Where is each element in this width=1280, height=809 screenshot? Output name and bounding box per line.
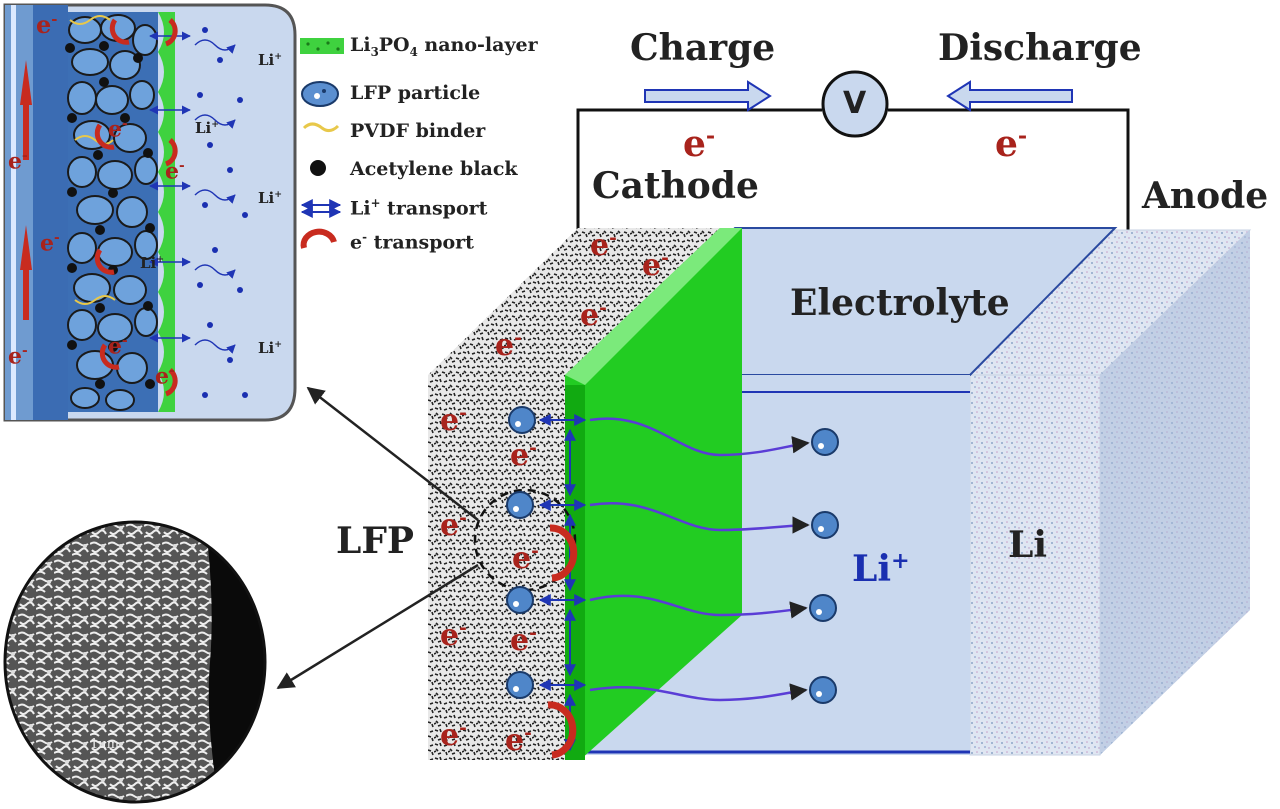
cathode-electron: e- bbox=[440, 510, 467, 541]
li-ion-label: Li+ bbox=[852, 550, 910, 587]
inset-li-ion: Li+ bbox=[258, 340, 282, 356]
lfp-label: LFP bbox=[336, 523, 414, 559]
charge-label: Charge bbox=[630, 30, 775, 66]
cathode-label: Cathode bbox=[592, 168, 759, 204]
cathode-electron: e- bbox=[440, 405, 467, 436]
inset-li-ion: Li+ bbox=[258, 52, 282, 68]
electrolyte-label: Electrolyte bbox=[790, 285, 1010, 321]
inset-panel bbox=[5, 5, 295, 420]
legend-li-transport: Li+ transport bbox=[350, 198, 487, 218]
voltmeter-label: V bbox=[843, 89, 866, 119]
legend-nano-layer: Li3PO4 nano-layer bbox=[350, 36, 538, 59]
inset-electron: e- bbox=[8, 345, 28, 367]
cathode-electron: e- bbox=[505, 725, 532, 756]
legend-acetylene: Acetylene black bbox=[350, 160, 518, 179]
circuit-electron-left: e- bbox=[683, 125, 715, 162]
cathode-electron: e- bbox=[440, 620, 467, 651]
cathode-electron: e- bbox=[510, 440, 537, 471]
sem-micrograph bbox=[0, 520, 280, 805]
inset-li-ion: Li+ bbox=[140, 255, 164, 271]
inset-electron: e- bbox=[108, 118, 128, 140]
inset-electron: e- bbox=[108, 335, 128, 357]
cathode-electron: e- bbox=[580, 300, 607, 331]
cathode-electron: e- bbox=[440, 720, 467, 751]
legend-swatches bbox=[300, 38, 344, 248]
legend-lfp-particle: LFP particle bbox=[350, 84, 480, 103]
legend-e-transport: e- transport bbox=[350, 232, 474, 252]
inset-electron: e- bbox=[36, 12, 57, 37]
charge-arrow-icon bbox=[645, 82, 770, 110]
circuit-electron-right: e- bbox=[995, 125, 1027, 162]
discharge-label: Discharge bbox=[938, 30, 1142, 66]
cathode-electron: e- bbox=[642, 250, 669, 281]
inset-electron: e- bbox=[40, 232, 60, 254]
inset-li-ion: Li+ bbox=[195, 120, 219, 136]
cathode-electron: e- bbox=[495, 330, 522, 361]
inset-electron: e- bbox=[165, 160, 185, 182]
cathode-electron: e- bbox=[590, 230, 617, 261]
inset-li-ion: Li+ bbox=[258, 190, 282, 206]
inset-electron: e- bbox=[155, 365, 175, 387]
cathode-electron: e- bbox=[512, 543, 539, 574]
cathode-electron: e- bbox=[510, 625, 537, 656]
inset-electron: e- bbox=[8, 150, 28, 172]
li-label: Li bbox=[1008, 527, 1047, 563]
anode-label: Anode bbox=[1142, 178, 1268, 214]
sem-scale-bar: 1um bbox=[90, 738, 119, 751]
legend-binder: PVDF binder bbox=[350, 122, 485, 141]
discharge-arrow-icon bbox=[948, 82, 1072, 110]
